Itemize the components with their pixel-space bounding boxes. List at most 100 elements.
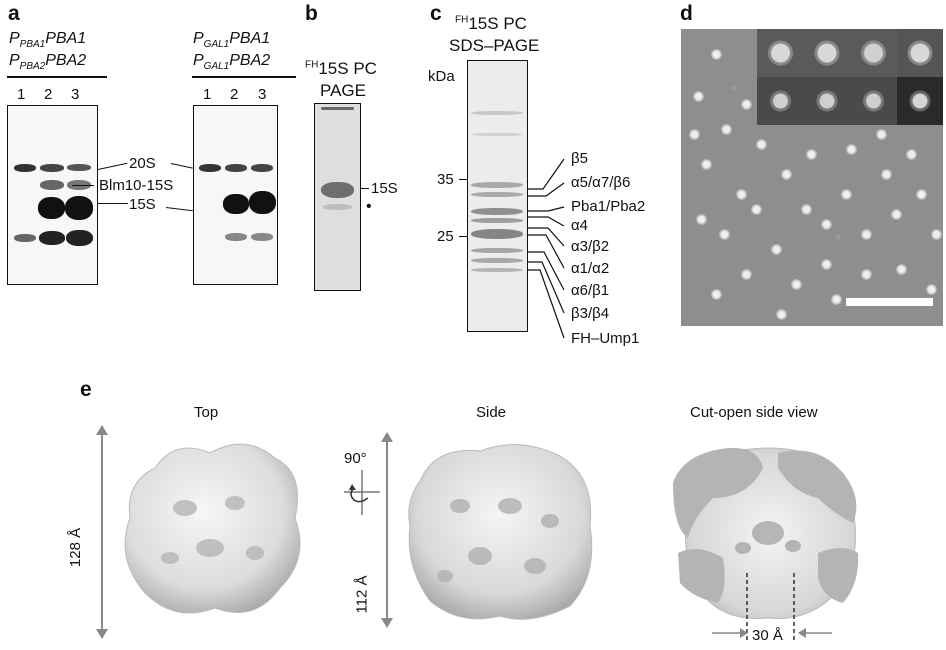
- band-15s-r3: [249, 191, 276, 214]
- particle: [701, 159, 712, 170]
- band-low-l1: [14, 234, 36, 242]
- sds-label-a3-b2: α3/β2: [571, 238, 610, 255]
- band-20s-l1: [14, 164, 36, 172]
- particle: [741, 99, 752, 110]
- sds-label-b5: β5: [571, 150, 588, 167]
- sds-label-b3-b4: β3/β4: [571, 305, 610, 322]
- genotype-right-line2: PGAL1PBA2: [193, 52, 271, 73]
- band-faint-native: [323, 204, 352, 210]
- particle: [821, 259, 832, 270]
- particle: [711, 289, 722, 300]
- genotype-right-line1: PGAL1PBA1: [193, 30, 271, 51]
- particle: [721, 124, 732, 135]
- particle: [831, 294, 842, 305]
- particle: [756, 139, 767, 150]
- particle: [781, 169, 792, 180]
- sds-band-5: [471, 208, 523, 215]
- particles: [681, 29, 943, 326]
- sds-label-a6-b1: α6/β1: [571, 282, 610, 299]
- class-averages-inset: [757, 29, 943, 125]
- particle: [916, 189, 927, 200]
- leader-a4: [528, 216, 565, 227]
- genotype-left-rule: [7, 76, 107, 78]
- leader-a1: [528, 234, 565, 269]
- particle: [711, 49, 722, 60]
- native-gel-right: [193, 105, 278, 285]
- panel-c-title-line2: SDS–PAGE: [449, 36, 540, 55]
- particle: [931, 229, 942, 240]
- genotype-left-line2: PPBA2PBA2: [9, 52, 87, 73]
- band-20s-r3: [251, 164, 273, 172]
- particle: [693, 91, 704, 102]
- panel-c-title-line1: FH15S PC: [455, 14, 527, 33]
- sds-label-fh-ump1: FH–Ump1: [571, 330, 640, 347]
- native-page-gel: [314, 103, 361, 291]
- band-low-l3: [66, 230, 93, 246]
- sds-label-pba1-pba2: Pba1/Pba2: [571, 198, 646, 215]
- leader-b5: [528, 158, 565, 190]
- sds-page-gel: [467, 60, 528, 332]
- class-average-7: [850, 77, 897, 125]
- particle: [906, 149, 917, 160]
- particle: [861, 269, 872, 280]
- band-20s-r1: [199, 164, 221, 172]
- sds-label-a4: α4: [571, 217, 589, 234]
- pointer-15s-b: [361, 188, 369, 190]
- leader-pba: [528, 206, 565, 212]
- band-low-r2: [225, 233, 247, 241]
- genotype-left-line1: PPBA1PBA1: [9, 30, 87, 51]
- native-gel-left: [7, 105, 98, 285]
- dimension-label-30: 30 Å: [752, 627, 783, 644]
- particle: [806, 149, 817, 160]
- view-title-top: Top: [194, 404, 219, 421]
- sds-band-4: [471, 192, 523, 197]
- particle: [926, 284, 937, 295]
- class-average-1: [757, 29, 804, 77]
- band-15s-r2: [223, 194, 249, 214]
- panel-letter-d: d: [680, 2, 693, 25]
- class-average-8: [896, 77, 943, 125]
- sds-label-a1-a2: α1/α2: [571, 260, 610, 277]
- band-15s-native: [321, 182, 354, 198]
- scale-bar: [846, 298, 933, 306]
- lane-right-1: 1: [203, 86, 212, 103]
- pointer-15s-left: [98, 203, 128, 205]
- side-view-density-map: [408, 444, 593, 620]
- sds-band-10: [471, 268, 523, 272]
- band-15s-l2: [38, 197, 65, 219]
- panel-letter-a: a: [8, 2, 20, 25]
- dimension-label-112: 112 Å: [353, 575, 371, 614]
- particle: [751, 204, 762, 215]
- panel-letter-b: b: [305, 2, 318, 25]
- dimension-arrow-112: [381, 432, 393, 628]
- sds-band-6: [471, 218, 523, 223]
- band-20s-l3: [67, 164, 91, 171]
- label-15s-a: 15S: [129, 196, 156, 213]
- class-average-2: [803, 29, 850, 77]
- well-line: [321, 107, 354, 110]
- band-15s-l3: [65, 196, 93, 220]
- panel-b-title-line1: FH15S PC: [305, 59, 377, 78]
- leader-ump1: [528, 269, 565, 339]
- dot-marker: •: [366, 198, 372, 215]
- particle: [876, 129, 887, 140]
- top-view-density-map: [124, 443, 301, 614]
- particle: [841, 189, 852, 200]
- leader-a3: [528, 227, 565, 247]
- particle: [776, 309, 787, 320]
- leader-a6: [528, 251, 565, 291]
- genotype-right-rule: [192, 76, 296, 78]
- particle: [741, 269, 752, 280]
- sds-band-1: [471, 111, 523, 115]
- marker-25-tick: [459, 236, 467, 238]
- particle: [896, 264, 907, 275]
- particle: [821, 219, 832, 230]
- dimension-arrows-30: [712, 628, 832, 638]
- rotation-label: 90°: [344, 450, 367, 467]
- view-title-side: Side: [476, 404, 507, 421]
- sds-label-a5-a7-b6: α5/α7/β6: [571, 174, 631, 191]
- band-20s-l2: [40, 164, 64, 172]
- band-blm-l2: [40, 180, 64, 190]
- marker-35: 35: [437, 171, 454, 188]
- band-low-r3: [251, 233, 273, 241]
